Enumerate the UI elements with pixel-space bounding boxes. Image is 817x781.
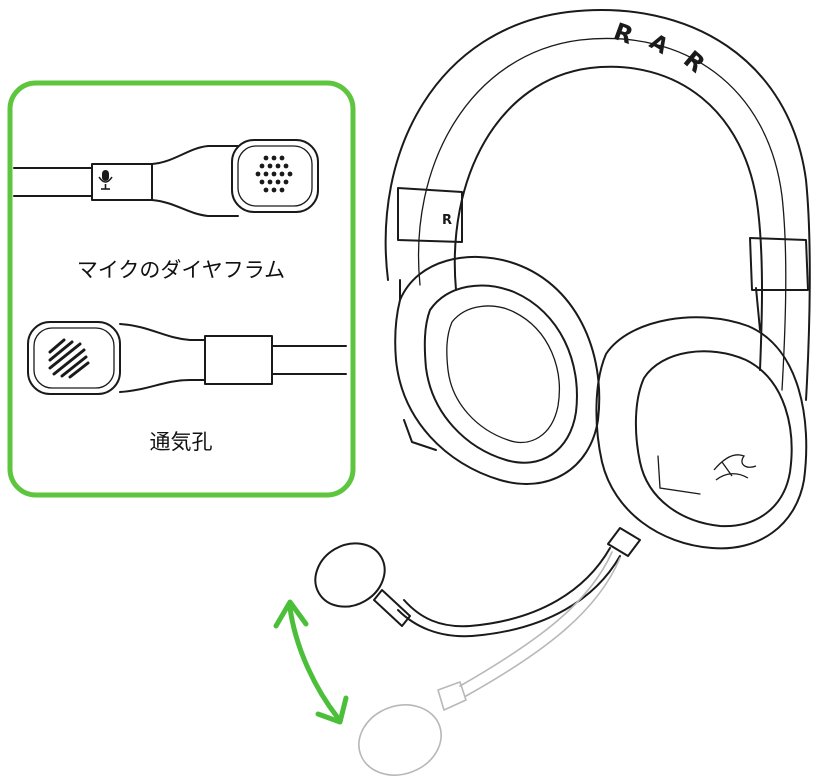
- mic-boom-up: [314, 527, 641, 638]
- microphone-icon: [98, 170, 113, 190]
- band-letter-1: R: [610, 17, 637, 50]
- mic-boom-down: [358, 551, 621, 776]
- vent-label: 通気孔: [150, 430, 213, 454]
- mic-detail-inset: マイクのダイヤフラム 通気孔: [7, 80, 356, 498]
- diaphragm-holes: [255, 155, 293, 193]
- razer-logo-icon: [713, 454, 757, 481]
- diaphragm-label: マイクのダイヤフラム: [77, 258, 285, 282]
- curved-double-arrow-icon: [273, 599, 349, 725]
- mic-vent-view: [27, 321, 347, 395]
- side-marker: R: [442, 213, 452, 228]
- inset-frame: [7, 80, 356, 498]
- band-letter-3: R: [678, 45, 710, 78]
- mic-diaphragm-view: [13, 139, 319, 217]
- vent-slots: [48, 338, 90, 379]
- headset-illustration: R A R R: [314, 9, 811, 776]
- band-letter-2: A: [645, 30, 672, 60]
